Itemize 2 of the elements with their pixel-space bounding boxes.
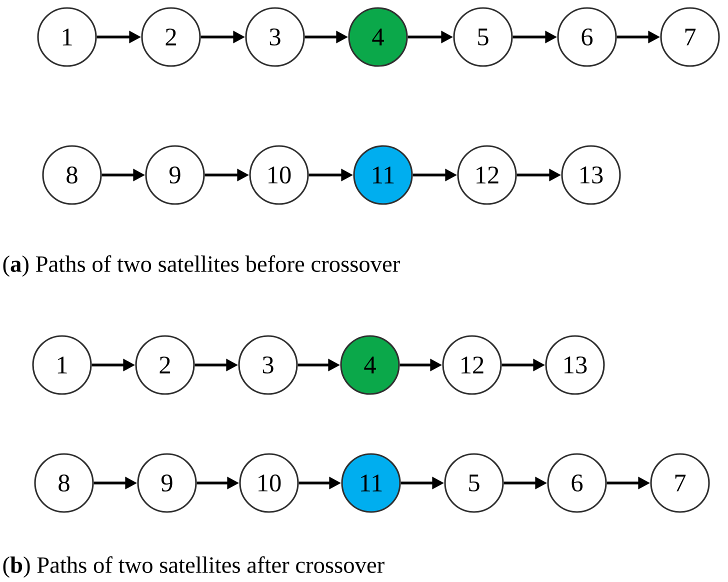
caption: (a) Paths of two satellites before crossover (3, 255, 400, 277)
caption: (b) Paths of two satellites after crossover (3, 556, 384, 578)
